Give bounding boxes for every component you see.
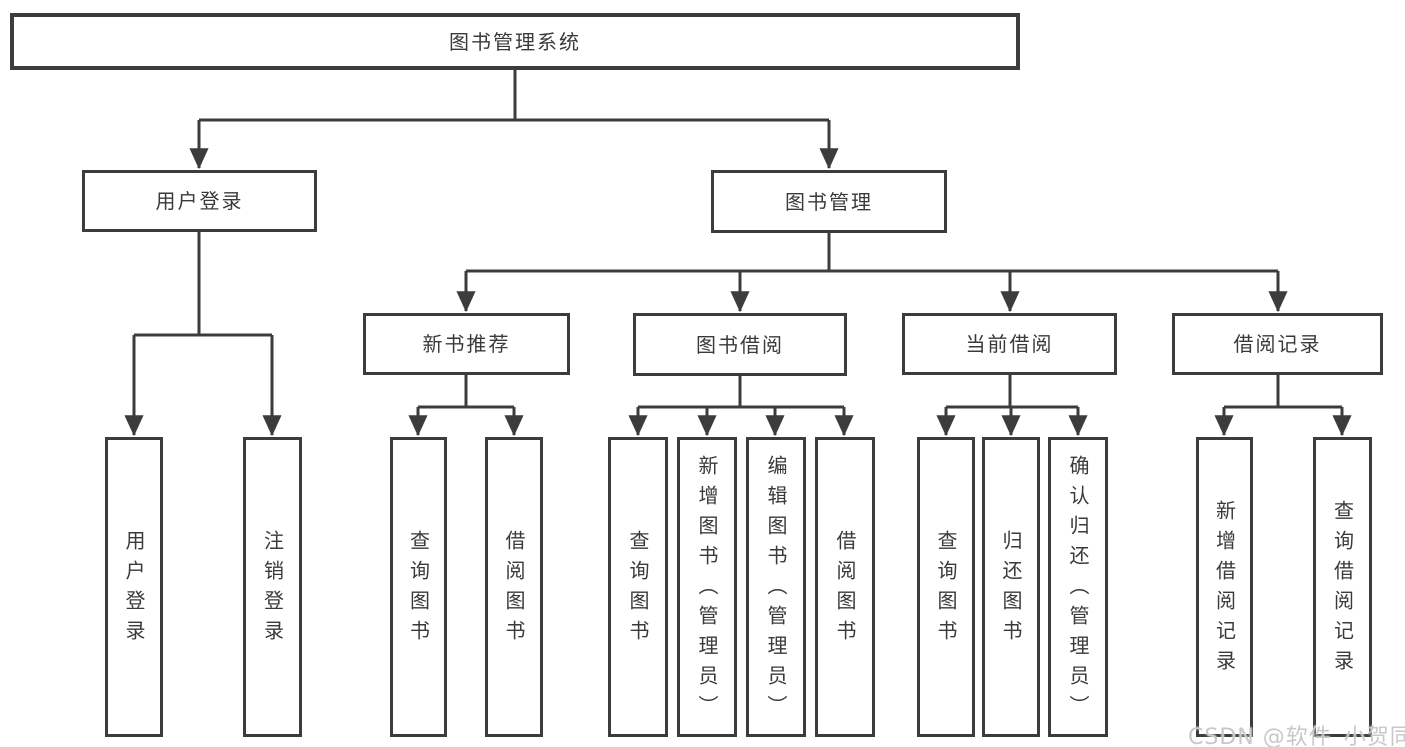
leaf-return-books: 归还图书 (982, 437, 1040, 737)
leaf-query-borrow-record: 查询借阅记录 (1313, 437, 1372, 737)
leaf-add-book-admin: 新增图书（管理员） (677, 437, 737, 737)
node-borrow-records: 借阅记录 (1172, 313, 1383, 375)
leaf-query-books-current: 查询图书 (917, 437, 975, 737)
node-book-management: 图书管理 (711, 170, 947, 233)
node-library-management-system: 图书管理系统 (10, 13, 1020, 70)
leaf-borrow-books: 借阅图书 (815, 437, 875, 737)
node-user-login: 用户登录 (82, 170, 317, 232)
leaf-query-books-recommend: 查询图书 (390, 437, 447, 737)
leaf-query-books-borrow: 查询图书 (608, 437, 668, 737)
leaf-borrow-books-recommend: 借阅图书 (485, 437, 543, 737)
node-current-borrow: 当前借阅 (902, 313, 1117, 375)
leaf-user-login: 用户登录 (105, 437, 163, 737)
leaf-edit-book-admin: 编辑图书（管理员） (746, 437, 806, 737)
node-book-borrow: 图书借阅 (633, 313, 847, 376)
csdn-watermark: CSDN @软件_小贺同学 (1188, 725, 1405, 747)
leaf-confirm-return-admin: 确认归还（管理员） (1048, 437, 1108, 737)
leaf-logout: 注销登录 (243, 437, 302, 737)
leaf-add-borrow-record: 新增借阅记录 (1196, 437, 1253, 737)
node-new-book-recommend: 新书推荐 (363, 313, 570, 375)
